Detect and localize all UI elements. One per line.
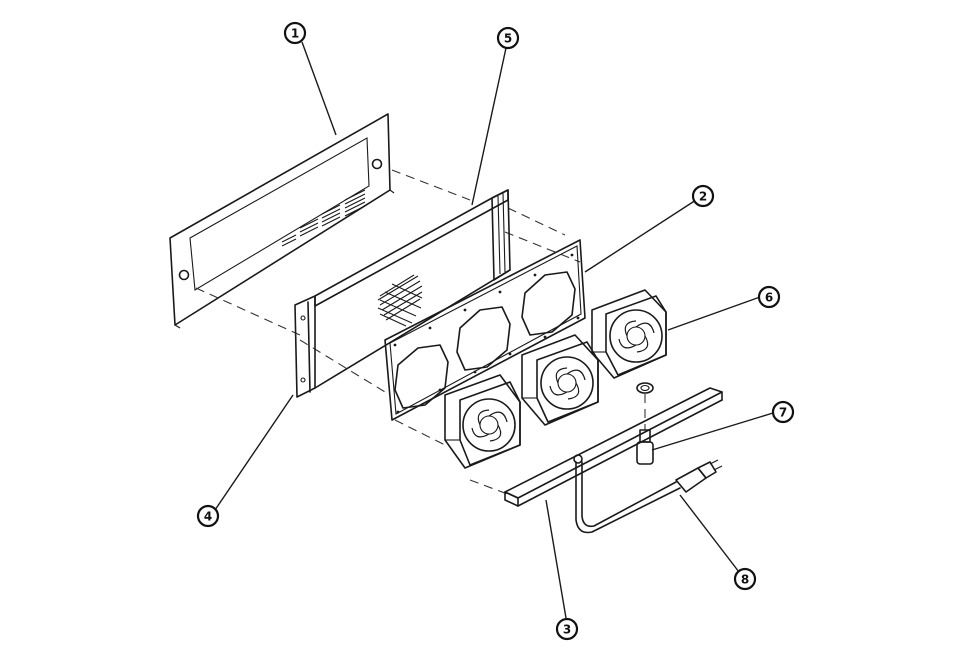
vent-slots bbox=[281, 189, 366, 247]
callout-circle bbox=[691, 184, 715, 208]
cooling-fan bbox=[444, 374, 521, 469]
callout-6: 6 bbox=[757, 285, 781, 309]
callout-4: 4 bbox=[196, 504, 220, 528]
callout-label: 3 bbox=[563, 623, 571, 637]
panel-screw bbox=[371, 158, 383, 170]
fan-opening bbox=[456, 306, 511, 371]
mesh-grille bbox=[377, 274, 423, 327]
callout-7: 7 bbox=[771, 400, 795, 424]
bottom-bracket bbox=[504, 387, 723, 507]
callout-2: 2 bbox=[691, 184, 715, 208]
callout-label: 6 bbox=[765, 291, 773, 305]
thermostat-switch bbox=[636, 382, 654, 465]
cooling-fan bbox=[521, 334, 599, 426]
callout-circle bbox=[757, 285, 781, 309]
fan-mounting-plate bbox=[384, 239, 586, 421]
callout-circle bbox=[196, 504, 220, 528]
callout-circle bbox=[771, 400, 795, 424]
fan-opening bbox=[521, 271, 576, 336]
callout-circle bbox=[496, 26, 520, 50]
callout-group: 1 2 3 4 5 6 7 8 bbox=[196, 21, 795, 641]
power-cord bbox=[575, 459, 723, 534]
cooling-fans bbox=[444, 289, 667, 469]
callout-1: 1 bbox=[283, 21, 307, 45]
callout-circle bbox=[555, 617, 579, 641]
callout-5: 5 bbox=[496, 26, 520, 50]
fan-tray-frame bbox=[294, 189, 511, 398]
callout-label: 7 bbox=[779, 406, 787, 420]
alignment-lines bbox=[195, 169, 581, 496]
panel-screw bbox=[178, 269, 190, 281]
front-panel bbox=[169, 113, 395, 329]
callout-8: 8 bbox=[733, 567, 757, 591]
leader-lines bbox=[214, 41, 774, 619]
callout-label: 8 bbox=[741, 573, 749, 587]
fan-opening bbox=[394, 344, 449, 409]
cooling-fan bbox=[591, 289, 667, 379]
callout-label: 5 bbox=[504, 32, 512, 46]
callout-label: 1 bbox=[291, 27, 299, 41]
callout-circle bbox=[733, 567, 757, 591]
callout-label: 4 bbox=[204, 510, 212, 524]
callout-label: 2 bbox=[699, 190, 707, 204]
callout-circle bbox=[283, 21, 307, 45]
callout-3: 3 bbox=[555, 617, 579, 641]
